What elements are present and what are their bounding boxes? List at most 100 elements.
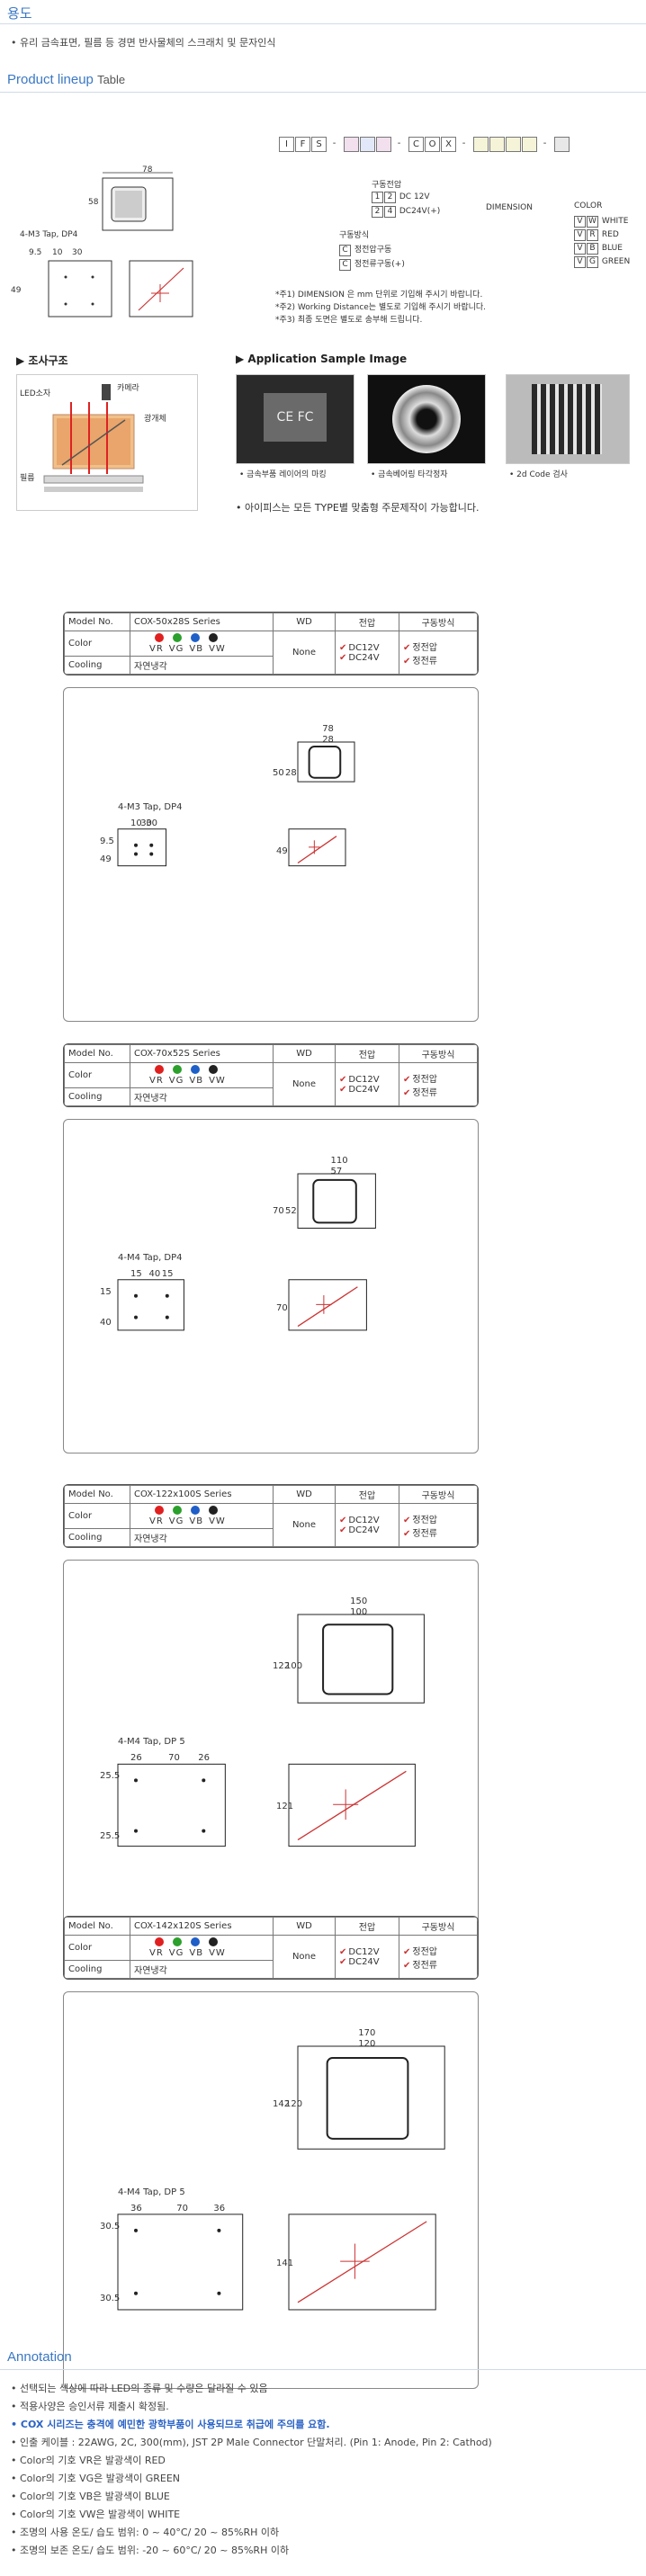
drive-opt-2-a: 2 [372,206,383,218]
color-code: VW [209,1948,226,1958]
app-image-3 [506,374,630,464]
code-box: F [295,137,310,152]
voltage-2-text: DC24V [348,1525,380,1535]
color-dot [209,1937,218,1946]
dim-c: 30 [140,818,152,828]
color-code: VR [149,1076,164,1086]
dim-d: 26 [198,1753,211,1764]
spec-h-model: Model No. [64,1044,130,1063]
annotation-item-text: 인출 케이블 : 22AWG, 2C, 300(mm), JST 2P Male… [20,2437,492,2448]
color-opt-a: V [574,216,586,228]
color-opt-text: RED [601,230,619,239]
color-code: VB [189,1948,204,1958]
drive-1-text: 정전압 [412,1946,437,1957]
color-dot [191,1937,200,1946]
spec-wd-value: None [273,1935,336,1979]
structure-led: LED소자 [20,389,51,398]
annotation-item: • Color의 기호 VW은 발광색이 WHITE [11,2509,181,2520]
spec-h-cooling: Cooling [64,1528,130,1547]
annotation-item-text: Color의 기호 VW은 발광색이 WHITE [20,2509,181,2520]
annotation-item-text: Color의 기호 VR은 발광색이 RED [20,2455,166,2466]
check-icon: ✔ [339,1956,347,1967]
color-code: VG [168,644,184,654]
color-dot [209,633,218,642]
spec-cooling-value: 자연냉각 [130,656,274,675]
check-icon: ✔ [339,1946,347,1957]
spec-cooling-value: 자연냉각 [130,1960,274,1979]
method-opt-1-key: C [339,245,351,256]
dim-w-inner: 100 [350,1607,368,1617]
drawing-svg [117,1173,376,1331]
color-opt-b: W [587,216,598,228]
code-note-1: *주1) DIMENSION 은 mm 단위로 기입해 주시기 바랍니다. [275,291,483,300]
method-opt-2-key: C [339,259,351,271]
dim-h-outer: 142 [273,2098,291,2109]
color-code: VR [149,1948,164,1958]
check-icon: ✔ [339,1525,347,1535]
annotation-item: • Color의 기호 VR은 발광색이 RED [11,2455,166,2466]
code-box [489,137,505,152]
annotation-item-text: COX 시리즈는 충격에 예민한 광학부품이 사용되므로 취급에 주의를 요함. [20,2419,330,2430]
top-d10: 10 [52,248,63,257]
spec-h-color: Color [64,1935,130,1961]
code-box [506,137,521,152]
usage-rule [0,23,646,24]
voltage-2: ✔DC24V [339,653,395,663]
spec-drive-values: ✔정전압✔정전류 [399,631,478,675]
spec-drive-values: ✔정전압✔정전류 [399,1935,478,1979]
drive-2: ✔정전류 [403,1525,473,1539]
color-dot [155,633,164,642]
dim-f: 70 [276,1302,288,1313]
drive-opt-2-text: DC24V(+) [399,207,441,216]
color-opt-b: B [587,243,598,255]
top-dimension-drawing [48,172,193,318]
structure-target: 필름 [20,474,35,483]
dim-c: 70 [168,1753,180,1764]
spec-h-drive: 구동방식 [399,1485,478,1504]
method-opt-2: C 정전류구동(+) [339,257,405,271]
annotation-rule [0,2369,646,2370]
drive-1: ✔정전압 [403,1944,473,1957]
code-box: C [408,137,424,152]
voltage-1-text: DC12V [348,1074,380,1085]
color-label: COLOR [574,201,603,210]
code-box: - [397,139,401,148]
spec-h-color: Color [64,631,130,657]
color-code: VW [209,1076,226,1086]
spec-wd-value: None [273,1062,336,1106]
spec-h-drive: 구동방식 [399,1044,478,1063]
voltage-2: ✔DC24V [339,1085,395,1095]
app-caption-2: • 금속베어링 타각정자 [371,470,448,479]
top-d30: 30 [72,248,83,257]
spec-h-voltage: 전압 [335,1485,399,1504]
code-note-2: *주2) Working Distance는 별도로 기입해 주시기 바랍니다. [275,303,487,312]
method-opt-2-text: 정전류구동(+) [354,260,405,269]
spec-drive-values: ✔정전압✔정전류 [399,1503,478,1547]
spec-series-name: COX-122x100S Series [130,1485,274,1504]
drive-1-text: 정전압 [412,1515,437,1525]
check-icon: ✔ [403,642,411,653]
voltage-1: ✔DC12V [339,1516,395,1525]
spec-h-model: Model No. [64,1917,130,1936]
spec-h-model: Model No. [64,1485,130,1504]
color-opt-text: BLUE [601,244,623,253]
voltage-2: ✔DC24V [339,1525,395,1535]
spec-h-wd: WD [273,1485,336,1504]
color-dot [191,1506,200,1515]
check-icon: ✔ [403,1074,411,1085]
app-image-2-bearing [392,385,461,453]
spec-h-voltage: 전압 [335,1917,399,1936]
drawing-svg [117,741,355,867]
color-dot [173,1065,182,1074]
